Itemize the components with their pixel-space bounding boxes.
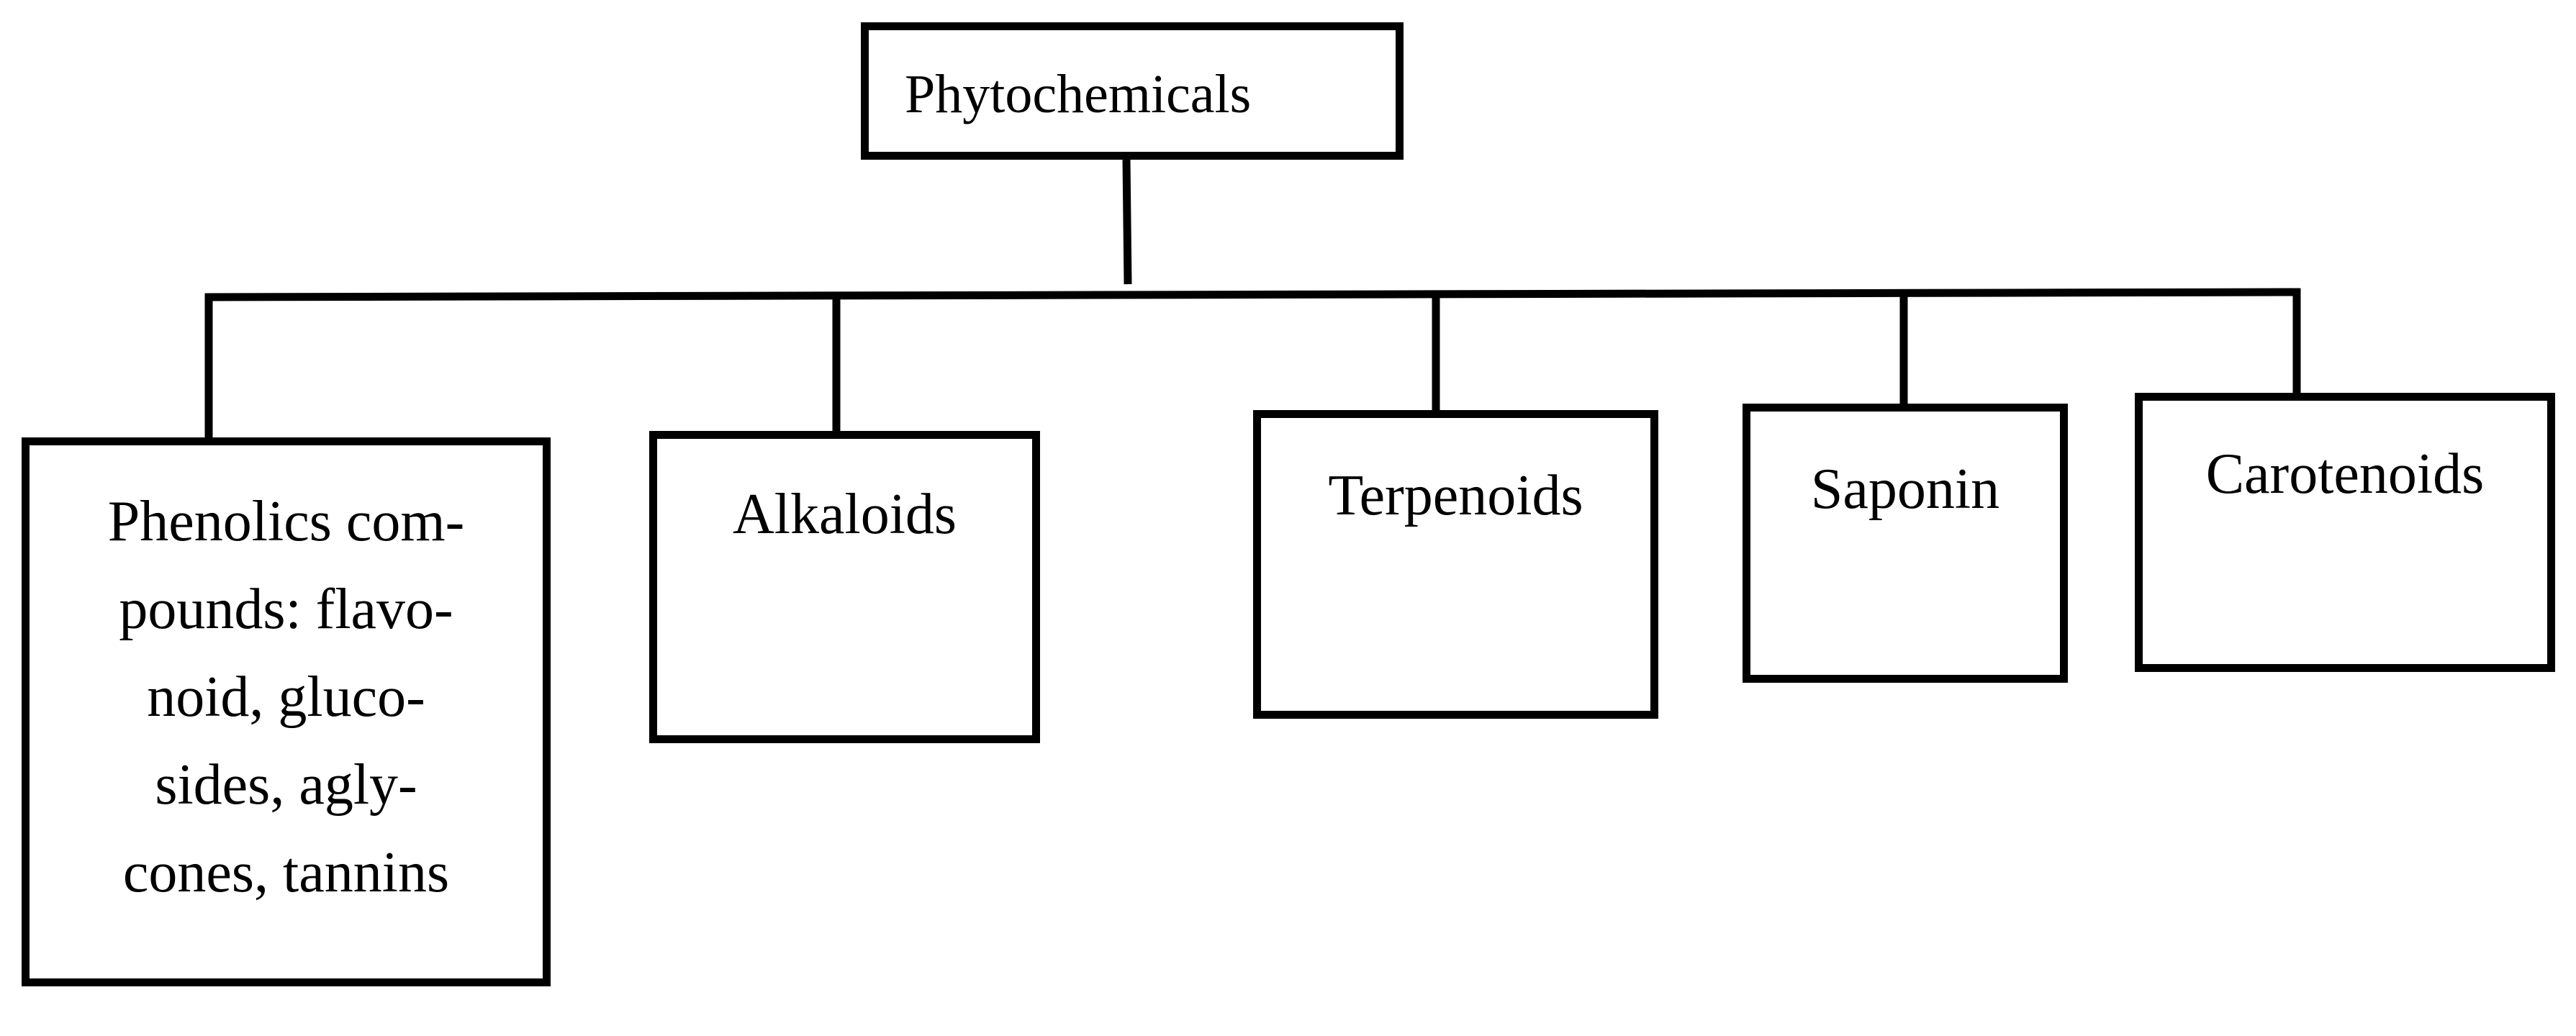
child-node-saponin: Saponin	[1743, 404, 2068, 683]
child-node-phenolics: Phenolics com- pounds: flavo- noid, gluc…	[22, 437, 551, 986]
child-node-alkaloids: Alkaloids	[649, 431, 1040, 743]
root-node-label: Phytochemicals	[905, 64, 1252, 124]
child-node-label-phenolics: Phenolics com- pounds: flavo- noid, gluc…	[107, 490, 465, 904]
child-node-terpenoids: Terpenoids	[1253, 410, 1658, 719]
horizontal-bus-line	[204, 288, 2301, 301]
root-stem-line	[1122, 159, 1132, 285]
child-node-label-terpenoids: Terpenoids	[1328, 464, 1583, 527]
root-node-phytochemicals: Phytochemicals	[861, 22, 1404, 160]
child-node-label-carotenoids: Carotenoids	[2205, 442, 2485, 506]
child-node-label-alkaloids: Alkaloids	[732, 483, 957, 546]
child-node-label-saponin: Saponin	[1810, 458, 2000, 521]
child-node-carotenoids: Carotenoids	[2135, 393, 2555, 672]
